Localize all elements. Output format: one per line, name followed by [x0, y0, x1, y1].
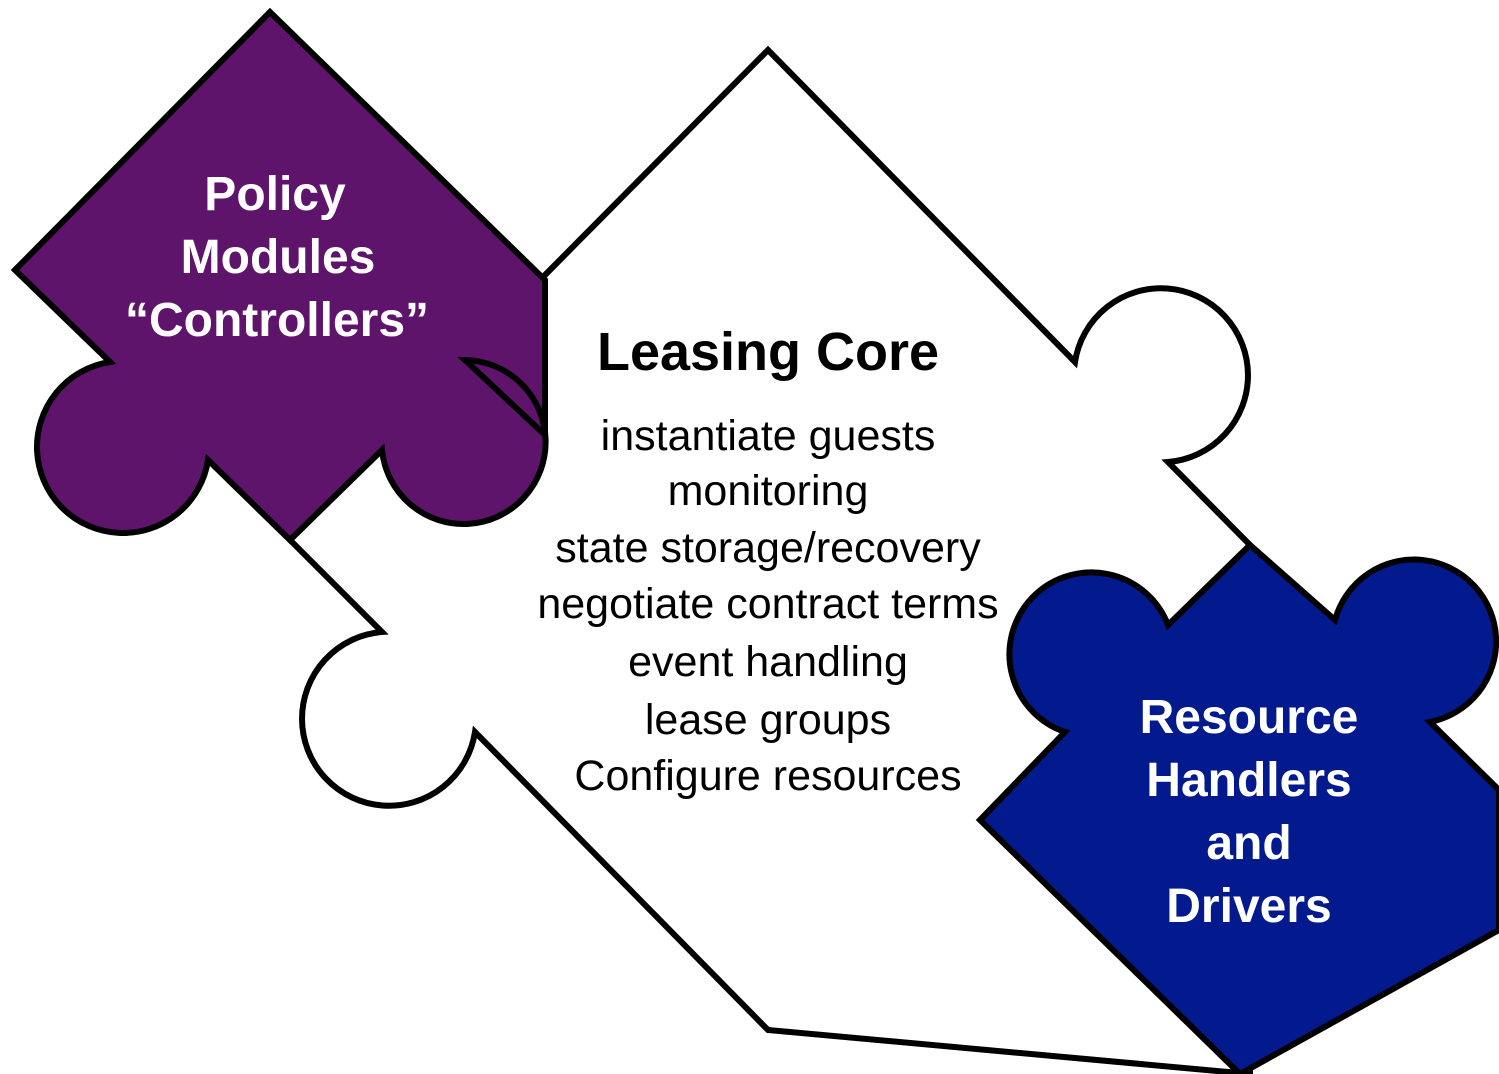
policy-label-line-2: Modules — [181, 231, 376, 284]
resource-label-line-4: Drivers — [1166, 880, 1331, 933]
core-item-state-storage: state storage/recovery — [555, 524, 981, 572]
resource-handlers-piece — [975, 540, 1499, 1074]
policy-modules-piece — [10, 7, 549, 545]
core-item-negotiate-contract: negotiate contract terms — [537, 580, 998, 628]
core-item-lease-groups: lease groups — [645, 696, 891, 744]
resource-label-line-2: Handlers — [1146, 754, 1351, 807]
leasing-core-title: Leasing Core — [597, 322, 939, 382]
policy-label-line-3: “Controllers” — [125, 294, 429, 347]
policy-modules-shape — [10, 7, 549, 545]
policy-label-line-1: Policy — [204, 168, 346, 221]
resource-handlers-shape — [975, 540, 1499, 1074]
core-item-configure-resources: Configure resources — [574, 752, 961, 800]
resource-label-line-1: Resource — [1140, 691, 1359, 744]
core-item-event-handling: event handling — [628, 638, 908, 686]
core-item-monitoring: monitoring — [668, 467, 869, 515]
resource-label-line-3: and — [1206, 817, 1291, 870]
core-item-instantiate-guests: instantiate guests — [601, 412, 936, 460]
